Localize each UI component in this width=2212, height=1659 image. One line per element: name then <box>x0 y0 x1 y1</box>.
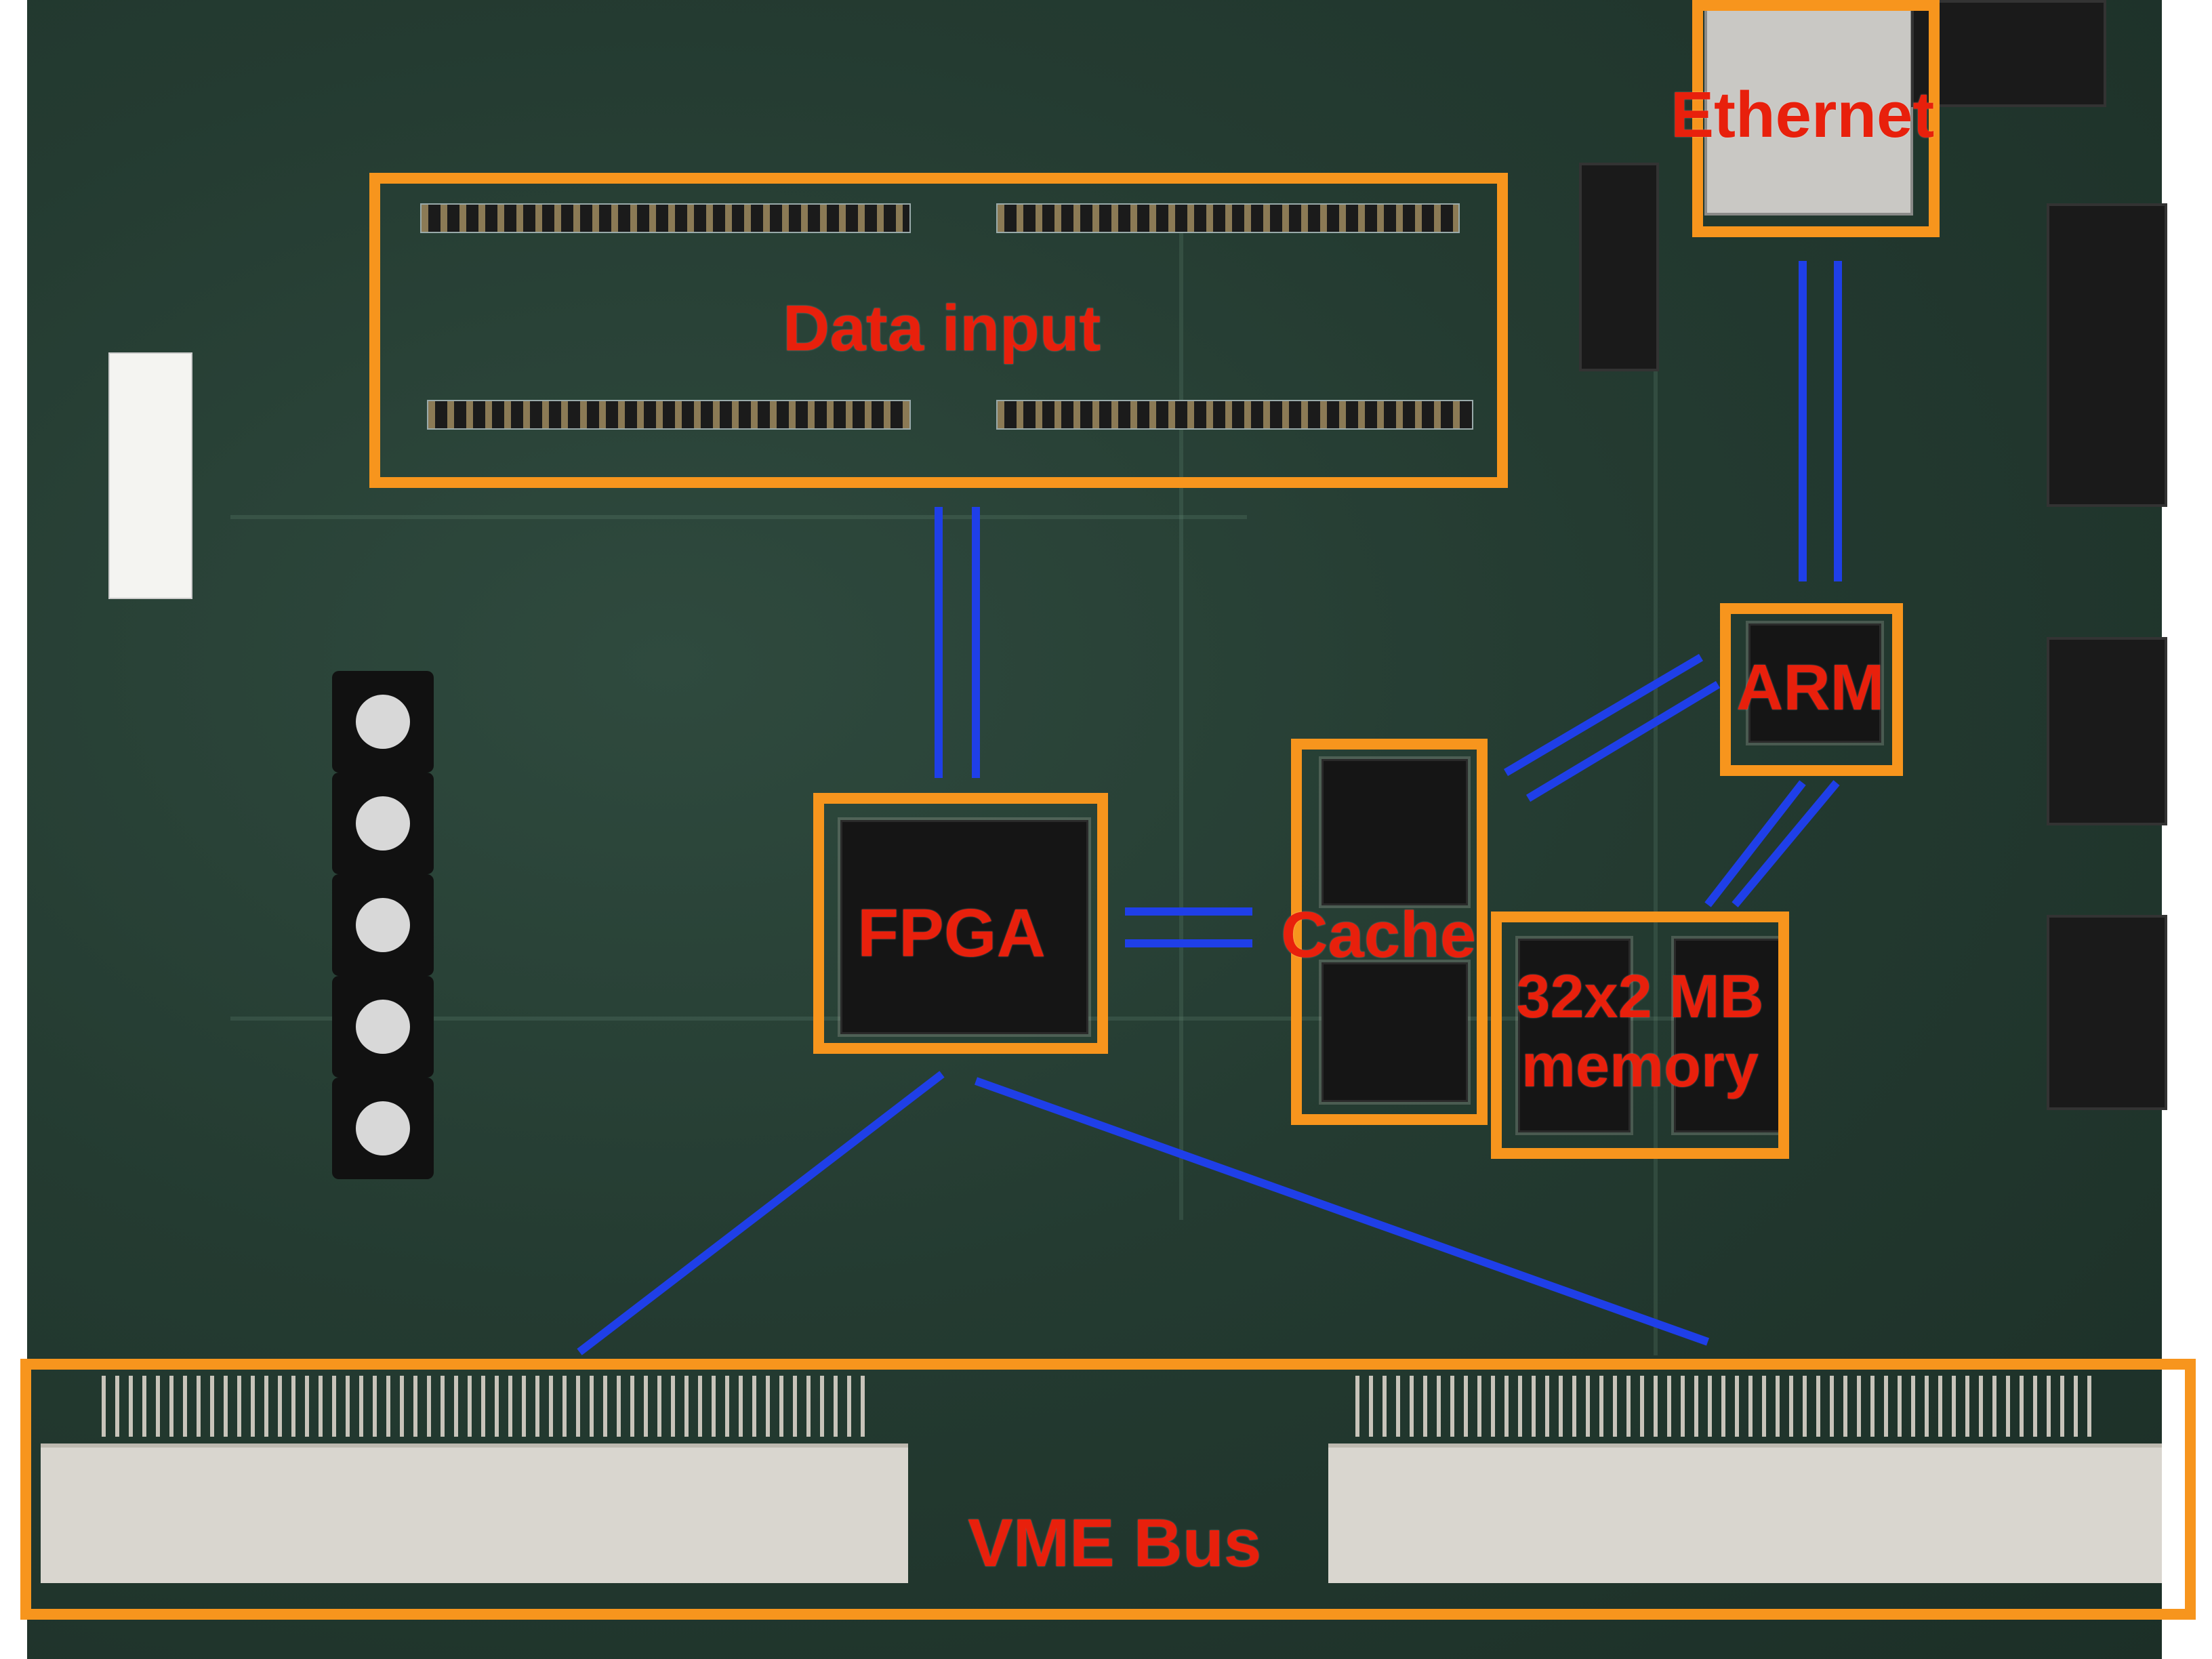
cache-chip <box>1322 759 1468 905</box>
header-strip <box>427 400 911 430</box>
fpga-chip <box>840 820 1088 1034</box>
fpga-box <box>813 793 1108 1054</box>
data-input-box <box>369 173 1508 488</box>
rotary-switch <box>332 976 434 1078</box>
pcb-trace <box>230 515 1247 519</box>
serial-port-connector <box>1579 163 1659 371</box>
rotary-switch <box>332 773 434 874</box>
vme-connector <box>1328 1443 2162 1583</box>
vme-bus-box <box>20 1359 2196 1620</box>
data-input-label: Data input <box>783 292 1101 365</box>
cache-box <box>1291 739 1488 1125</box>
rotary-switch <box>332 671 434 773</box>
vme-connector <box>41 1443 908 1583</box>
rotary-switch <box>332 1078 434 1179</box>
vme-bus-label: VME Bus <box>968 1505 1262 1581</box>
vme-connector-pins <box>1355 1376 2101 1437</box>
arm-label: ARM <box>1736 651 1885 724</box>
rotary-switch <box>332 874 434 976</box>
header-strip <box>996 203 1460 233</box>
fpga-label: FPGA <box>857 895 1046 971</box>
memory-box <box>1491 912 1789 1159</box>
header-strip <box>996 400 1473 430</box>
arm-chip <box>1748 623 1881 743</box>
pcb-trace <box>1654 271 1658 1355</box>
side-header-connector <box>2047 637 2167 825</box>
arm-box <box>1720 603 1903 776</box>
side-header-connector <box>2047 203 2167 507</box>
ethernet-label: Ethernet <box>1671 79 1935 151</box>
ethernet-jack <box>1704 7 1913 216</box>
cache-label: Cache <box>1281 899 1477 971</box>
header-strip <box>420 203 911 233</box>
vme-connector-pins <box>102 1376 874 1437</box>
top-connector <box>1911 0 2106 107</box>
ethernet-box <box>1692 0 1940 237</box>
usb-host-connector <box>2047 915 2167 1110</box>
pcb-trace <box>1179 203 1183 1220</box>
bom-sticker <box>108 352 192 599</box>
memory-label: 32x2 MB memory <box>1516 963 1764 1100</box>
